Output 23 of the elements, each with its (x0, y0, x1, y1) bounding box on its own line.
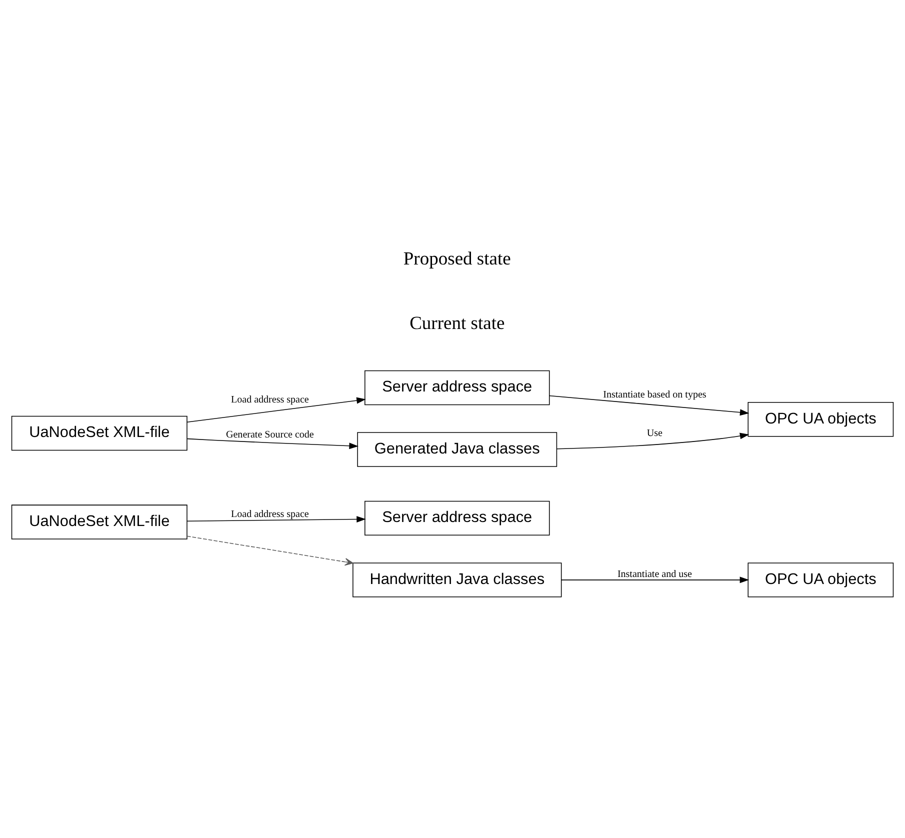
arrow (186, 438, 358, 450)
edge-label: Generate Source code (226, 429, 314, 440)
node-box: UaNodeSet XML-file (11, 416, 188, 451)
label: Current state (410, 313, 505, 334)
edge-label: Load address space (231, 508, 309, 520)
edge-label: Use (646, 428, 663, 439)
arrow (549, 395, 750, 416)
arrow (186, 397, 366, 423)
edge-label: Instantiate based on types (603, 389, 706, 400)
arrow (561, 576, 750, 584)
node-box: Generated Java classes (357, 432, 558, 467)
node-box: UaNodeSet XML-file (11, 504, 188, 540)
label: Proposed state (403, 248, 511, 270)
arrow (186, 516, 366, 522)
arrow (556, 432, 750, 450)
node-box: Handwritten Java classes (352, 562, 562, 598)
edge-label: Instantiate and use (617, 569, 692, 580)
node-box: Server address space (364, 500, 550, 536)
node-box: OPC UA objects (748, 402, 894, 437)
node-box: Server address space (364, 370, 550, 406)
arrow (186, 536, 354, 566)
edge-label: Load address space (231, 394, 309, 406)
node-box: OPC UA objects (748, 562, 894, 598)
